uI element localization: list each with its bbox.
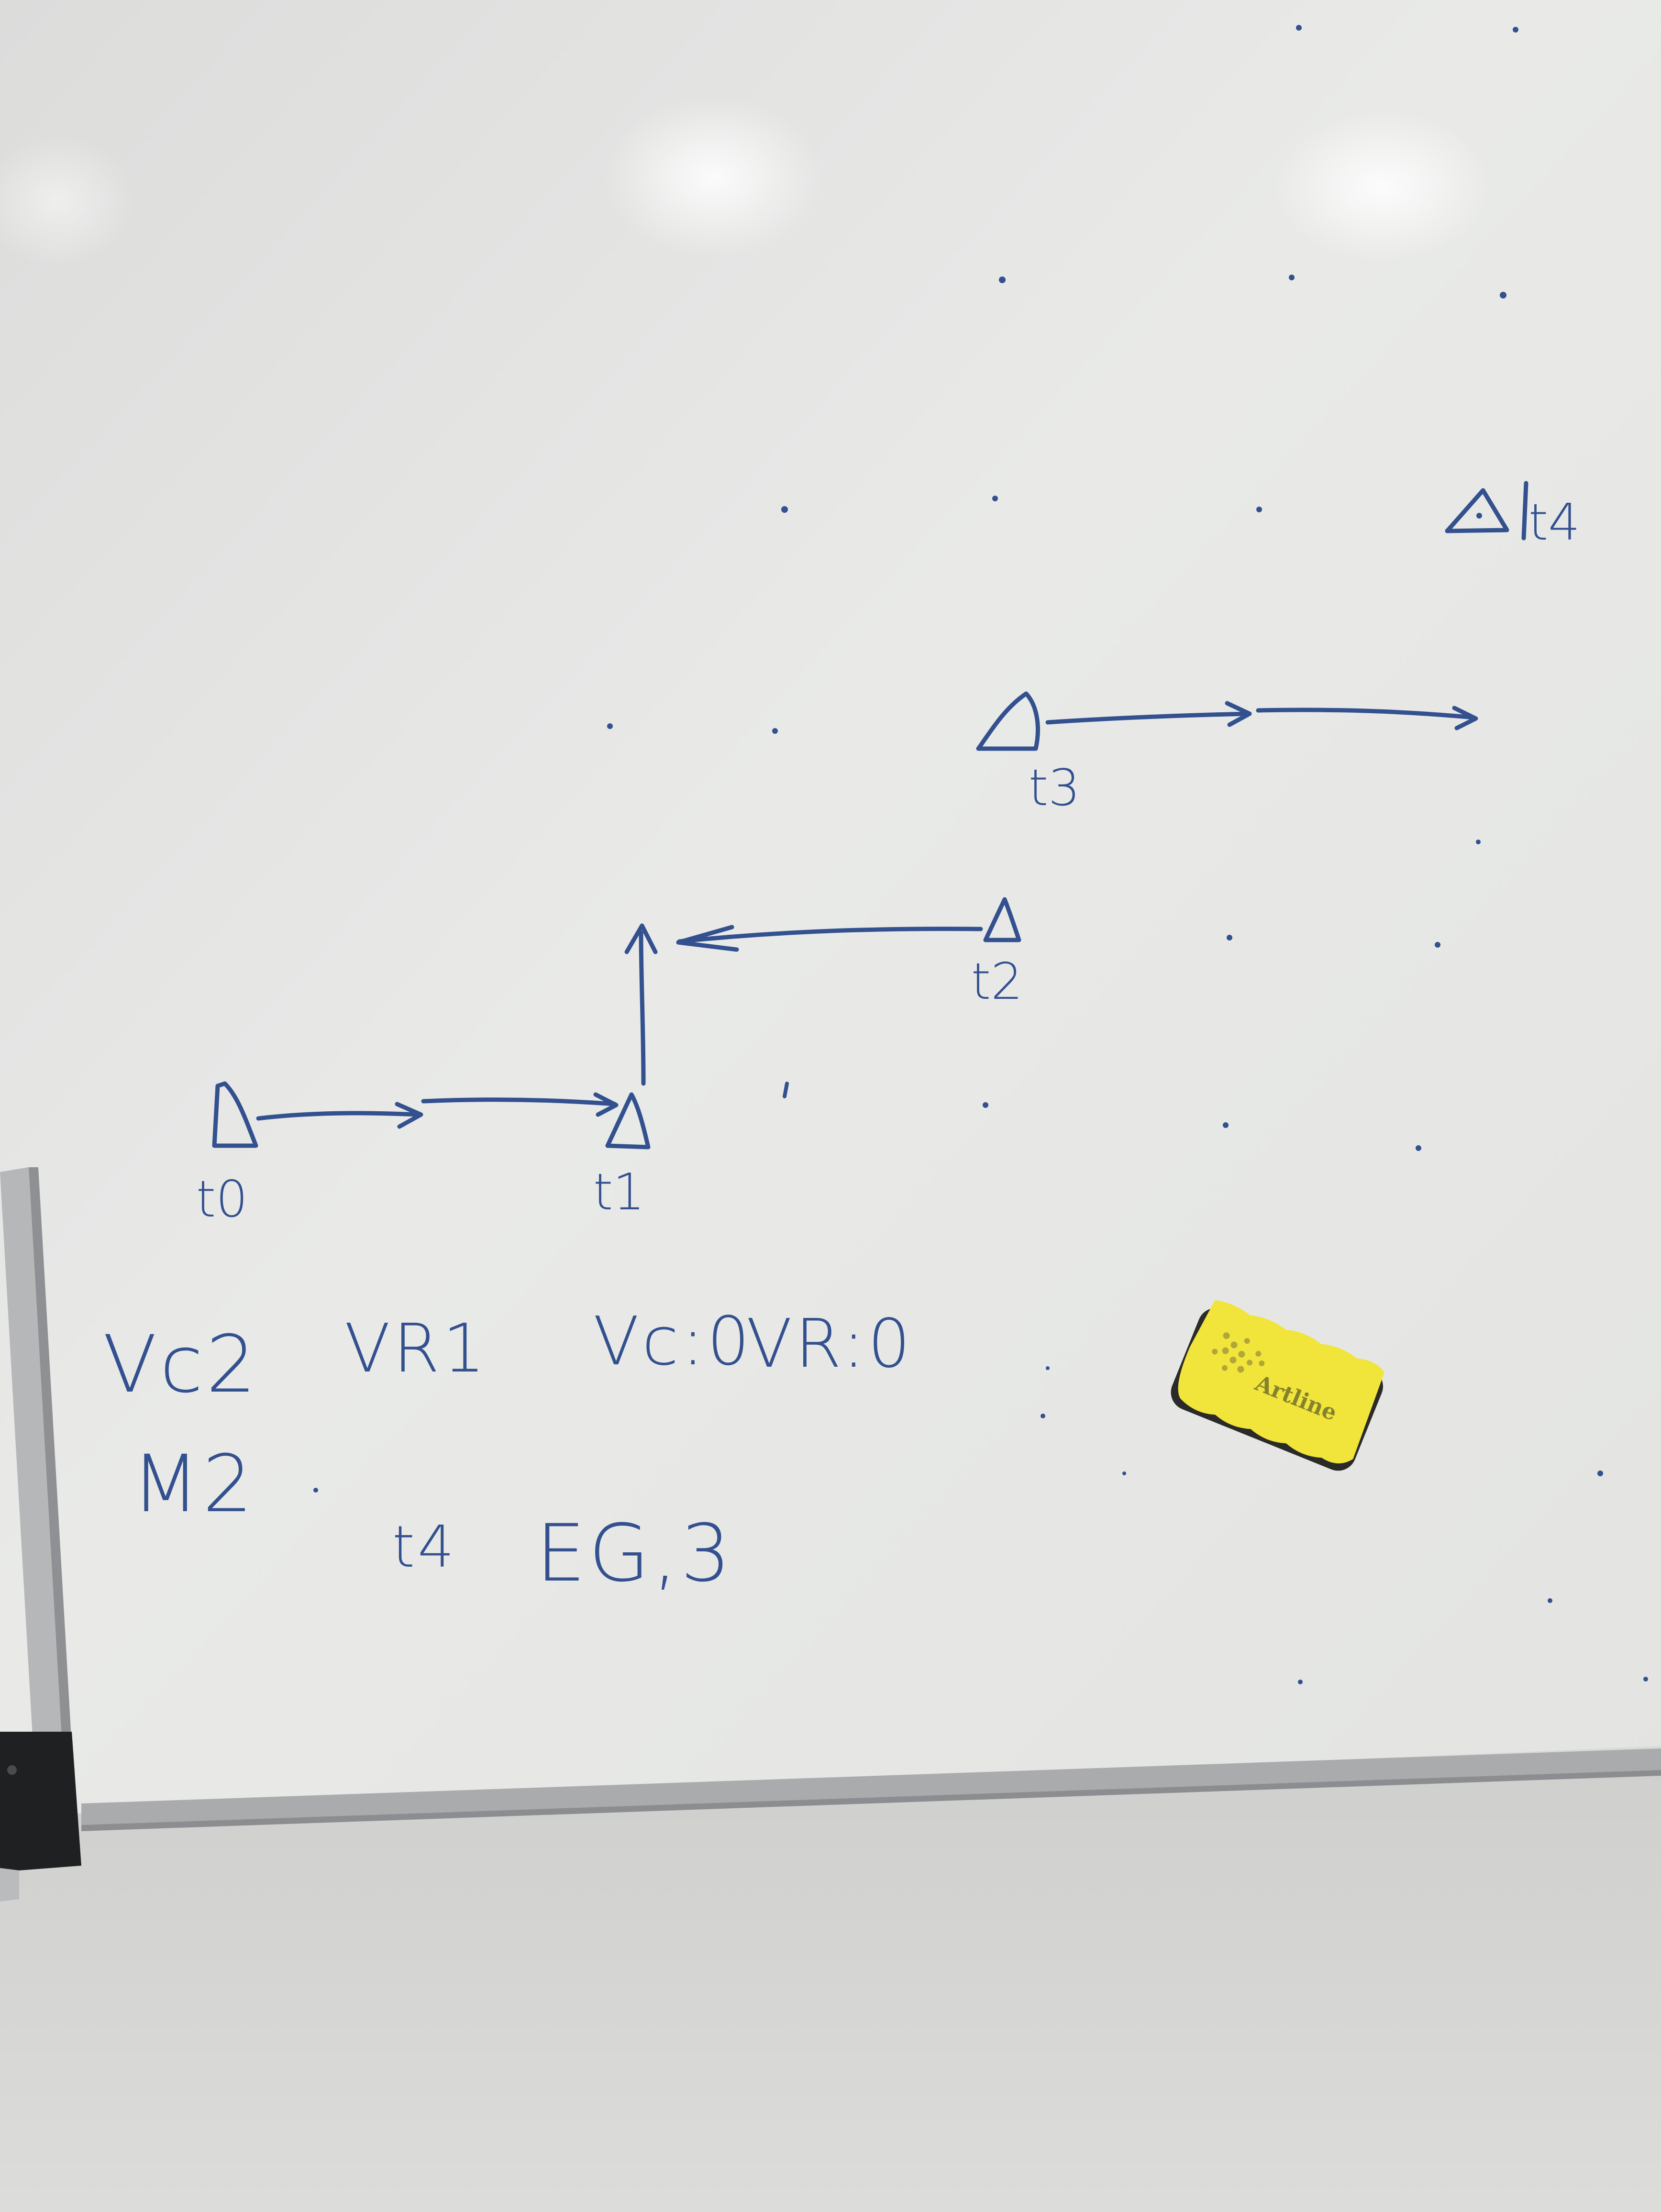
- divider-stroke: [1521, 481, 1528, 541]
- board-tray-edge: [81, 1770, 1661, 1831]
- arrow-t2-left: [677, 927, 983, 944]
- label-t3: t3: [1029, 759, 1080, 817]
- triangle-t3: [976, 691, 1040, 751]
- board-left-frame: [0, 1167, 62, 1753]
- triangle-t0: [212, 1081, 258, 1148]
- note-eg3: EG,3: [536, 1507, 734, 1599]
- arrowhead: [395, 1102, 423, 1129]
- light-glare: [1273, 110, 1493, 263]
- whiteboard-surface: [0, 0, 1661, 1818]
- arrowhead: [593, 1092, 619, 1117]
- arrowhead-up: [624, 923, 658, 954]
- frame-foot: [0, 1868, 19, 1902]
- label-t4: t4: [1528, 493, 1580, 552]
- arrow-t1-segment: [421, 1097, 617, 1106]
- label-t1: t1: [593, 1163, 645, 1221]
- note-vr1: VR1: [344, 1310, 488, 1388]
- triangle-t1: [605, 1092, 651, 1150]
- arrowhead-left: [676, 925, 739, 952]
- note-vr0: VR:0: [746, 1305, 913, 1383]
- frame-bracket: [0, 1732, 81, 1870]
- board-tray: [81, 1748, 1661, 1825]
- light-glare: [0, 134, 134, 268]
- wall: [0, 1770, 1661, 2212]
- label-t0: t0: [196, 1170, 248, 1228]
- note-vc2: Vc2: [103, 1318, 259, 1410]
- whiteboard-eraser[interactable]: [1161, 1292, 1395, 1485]
- board-left-frame-shadow: [29, 1167, 72, 1746]
- note-m2: M2: [132, 1438, 256, 1530]
- bracket-screw: [7, 1765, 17, 1775]
- light-glare: [603, 96, 823, 258]
- triangle-t4: [1445, 488, 1509, 533]
- note-vc0: Vc:0: [593, 1303, 753, 1381]
- arrow-t0-segment: [256, 1111, 421, 1121]
- marker-dots: [313, 25, 1648, 1684]
- marker-tick: [783, 1082, 789, 1098]
- arrow-t3-segment-2: [1256, 708, 1476, 720]
- arrowhead: [1225, 701, 1252, 727]
- label-t2: t2: [971, 952, 1023, 1011]
- note-t4: t4: [392, 1514, 457, 1581]
- arrowhead: [1452, 706, 1478, 730]
- triangle-t2: [983, 897, 1021, 942]
- arrow-up: [639, 930, 646, 1086]
- diagram-strokes: [212, 481, 1528, 1150]
- arrow-t3-segment: [1045, 711, 1251, 725]
